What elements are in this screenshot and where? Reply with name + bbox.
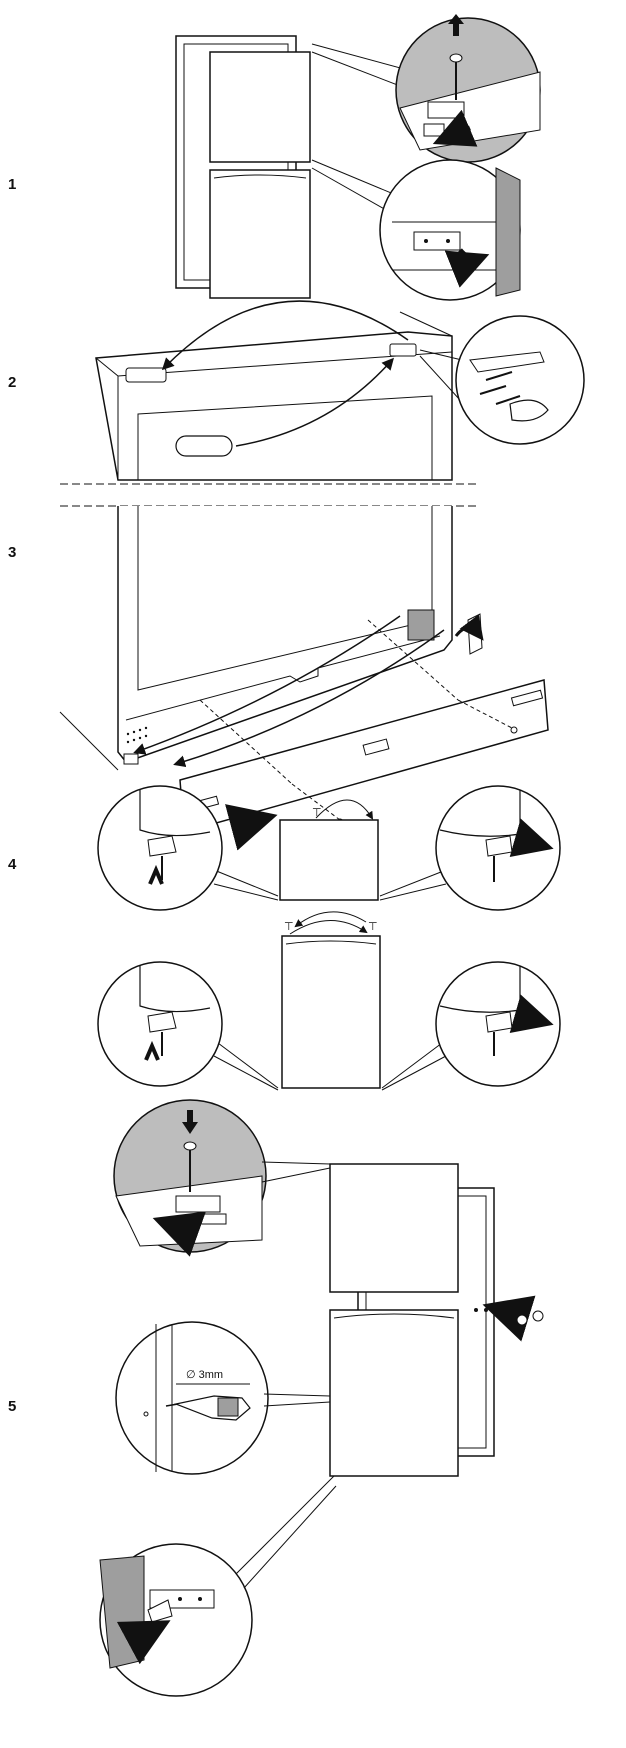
step-label-3: 3 <box>8 544 17 561</box>
upper-door <box>209 51 311 163</box>
step-5-figure: ∅ 3mm <box>99 1099 544 1697</box>
detail-foot-top-right <box>435 785 561 911</box>
svg-text:⊤: ⊤ <box>312 807 322 819</box>
step-label-2: 2 <box>8 374 17 391</box>
hinge-slot-left <box>125 367 167 383</box>
detail-foot-bottom-right <box>435 961 561 1087</box>
detail-top-pivot <box>113 1099 267 1257</box>
hinge-slot-right <box>389 343 417 357</box>
transfer-arrow <box>235 357 394 447</box>
lower-door <box>329 1309 459 1477</box>
step-2-figure <box>95 300 585 481</box>
arrow-up-icon <box>148 864 164 885</box>
step-label-1: 1 <box>8 176 17 193</box>
arrow-left-icon <box>432 109 478 147</box>
vent-dots <box>126 726 148 744</box>
arrow-left-icon <box>482 1295 536 1342</box>
drill-diameter-label: ∅ 3mm <box>186 1369 223 1381</box>
arrow-up-icon <box>144 1040 160 1061</box>
arrow-right-icon <box>509 994 554 1034</box>
lower-door-handle <box>213 174 307 179</box>
step-4-figure: ⊤ ⊤ ⊤ <box>97 785 561 1091</box>
arrow-down-icon <box>182 1110 198 1134</box>
step-3-figure <box>59 483 549 851</box>
door-panel-bottom <box>117 506 453 763</box>
detail-bottom-hinge <box>99 1543 253 1697</box>
upper-door <box>329 1163 459 1293</box>
svg-text:⊤: ⊤ <box>368 921 378 933</box>
arrow-up-icon <box>448 14 464 36</box>
arrow-right-icon <box>225 804 278 851</box>
detail-middle-hinge <box>379 159 521 301</box>
handle-plug <box>175 435 233 457</box>
upper-door <box>279 819 379 901</box>
detail-foot-top-left <box>97 785 223 911</box>
step-1-figure <box>175 14 541 301</box>
arrow-right-icon <box>509 818 554 858</box>
step-label-5: 5 <box>8 1398 17 1415</box>
transfer-arrow <box>161 300 409 371</box>
detail-foot-bottom-left <box>97 961 223 1087</box>
hinge-plate <box>407 609 435 641</box>
arrow-down-right-icon <box>444 248 490 288</box>
arrow-right-icon <box>116 1620 171 1665</box>
detail-drill: ∅ 3mm <box>115 1321 269 1475</box>
lower-door <box>281 935 381 1089</box>
arrow-left-icon <box>152 1211 206 1257</box>
lower-door <box>209 169 311 299</box>
step-label-4: 4 <box>8 856 17 873</box>
detail-hinge-screws <box>455 315 585 445</box>
detail-top-hinge <box>395 14 541 163</box>
svg-text:⊤: ⊤ <box>284 921 294 933</box>
